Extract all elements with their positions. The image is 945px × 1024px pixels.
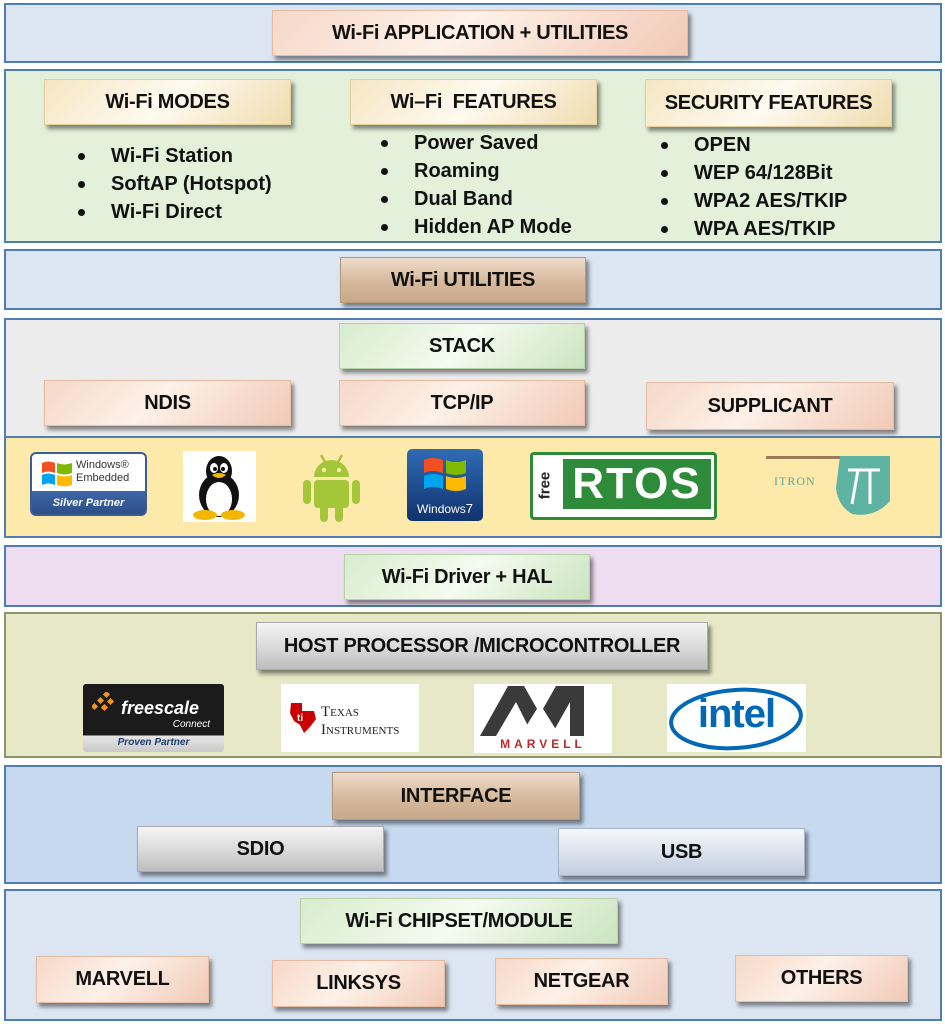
marvell-logo: MARVELL bbox=[474, 684, 612, 753]
chipset-module-box: Wi-Fi CHIPSET/MODULE bbox=[300, 898, 618, 944]
freescale-logo: freescale Connect Proven Partner bbox=[83, 684, 224, 752]
tux-penguin-icon bbox=[193, 456, 245, 520]
intel-swoosh-icon bbox=[669, 687, 803, 751]
svg-text:ti: ti bbox=[297, 713, 303, 724]
wifi-modes-list: Wi-Fi Station SoftAP (Hotspot) Wi-Fi Dir… bbox=[75, 142, 272, 226]
interface-box: INTERFACE bbox=[332, 772, 580, 820]
vendor-marvell-box: MARVELL bbox=[36, 956, 209, 1003]
ndis-box: NDIS bbox=[44, 380, 291, 426]
wifi-features-box: Wi–Fi FEATURES bbox=[350, 79, 597, 125]
freescale-partner: Proven Partner bbox=[117, 737, 190, 748]
list-item: WEP 64/128Bit bbox=[658, 159, 847, 187]
list-item: Wi-Fi Station bbox=[75, 142, 272, 170]
security-features-list: OPEN WEP 64/128Bit WPA2 AES/TKIP WPA AES… bbox=[658, 131, 847, 243]
freertos-logo: free RTOS bbox=[530, 452, 717, 520]
freertos-rtos-text: RTOS bbox=[563, 459, 711, 509]
application-utilities-box: Wi-Fi APPLICATION + UTILITIES bbox=[272, 10, 688, 56]
security-features-box: SECURITY FEATURES bbox=[645, 79, 892, 127]
list-item: Hidden AP Mode bbox=[378, 213, 572, 241]
linux-logo bbox=[183, 451, 256, 522]
windows-embedded-logo: Windows® Embedded Silver Partner bbox=[30, 452, 147, 516]
list-item: WPA2 AES/TKIP bbox=[658, 187, 847, 215]
windows7-logo: Windows7 bbox=[407, 449, 483, 521]
itron-emblem-icon bbox=[836, 456, 890, 515]
list-item: Roaming bbox=[378, 157, 572, 185]
wifi-modes-box: Wi-Fi MODES bbox=[44, 79, 291, 125]
windows-embedded-line1: Windows® bbox=[76, 459, 129, 471]
freescale-dots-icon bbox=[92, 692, 115, 712]
windows-embedded-partner: Silver Partner bbox=[52, 497, 125, 509]
ti-state-icon: ti bbox=[290, 703, 316, 733]
texas-instruments-logo: ti Texas Instruments bbox=[281, 684, 419, 752]
wifi-driver-hal-box: Wi-Fi Driver + HAL bbox=[344, 554, 590, 600]
intel-name: intel bbox=[697, 692, 776, 736]
windows7-label: Windows bbox=[417, 502, 466, 516]
windows7-text: Windows7 bbox=[407, 501, 483, 516]
windows7-version: 7 bbox=[465, 501, 473, 516]
freescale-name: freescale bbox=[121, 698, 200, 718]
list-item: OPEN bbox=[658, 131, 847, 159]
itron-text: ITRON bbox=[774, 474, 816, 488]
usb-box: USB bbox=[558, 828, 805, 876]
itron-logo: ITRON bbox=[766, 456, 890, 516]
ti-line2: Instruments bbox=[321, 722, 400, 738]
list-item: WPA AES/TKIP bbox=[658, 215, 847, 243]
list-item: Power Saved bbox=[378, 129, 572, 157]
host-processor-box: HOST PROCESSOR /MICROCONTROLLER bbox=[256, 622, 708, 670]
wifi-utilities-box: Wi-Fi UTILITIES bbox=[340, 257, 586, 303]
windows-flag-icon bbox=[42, 461, 72, 487]
android-robot-icon bbox=[303, 454, 360, 522]
android-logo bbox=[300, 451, 363, 524]
list-item: SoftAP (Hotspot) bbox=[75, 170, 272, 198]
list-item: Wi-Fi Direct bbox=[75, 198, 272, 226]
stack-box: STACK bbox=[339, 323, 585, 369]
sdio-box: SDIO bbox=[137, 826, 384, 872]
vendor-linksys-box: LINKSYS bbox=[272, 960, 445, 1007]
windows-flag-icon bbox=[424, 458, 466, 491]
wifi-features-list: Power Saved Roaming Dual Band Hidden AP … bbox=[378, 129, 572, 241]
vendor-netgear-box: NETGEAR bbox=[495, 958, 668, 1005]
marvell-name: MARVELL bbox=[500, 737, 586, 751]
marvell-m-icon bbox=[480, 686, 584, 736]
list-item: Dual Band bbox=[378, 185, 572, 213]
vendor-others-box: OTHERS bbox=[735, 955, 908, 1002]
tcpip-box: TCP/IP bbox=[339, 380, 585, 426]
ti-line1: Texas bbox=[321, 704, 359, 720]
intel-logo: intel bbox=[667, 684, 806, 752]
freescale-connect: Connect bbox=[172, 719, 210, 730]
windows-embedded-line2: Embedded bbox=[76, 472, 130, 484]
supplicant-box: SUPPLICANT bbox=[646, 382, 894, 430]
freertos-free-text: free bbox=[536, 471, 554, 500]
itron-bar bbox=[766, 456, 890, 459]
